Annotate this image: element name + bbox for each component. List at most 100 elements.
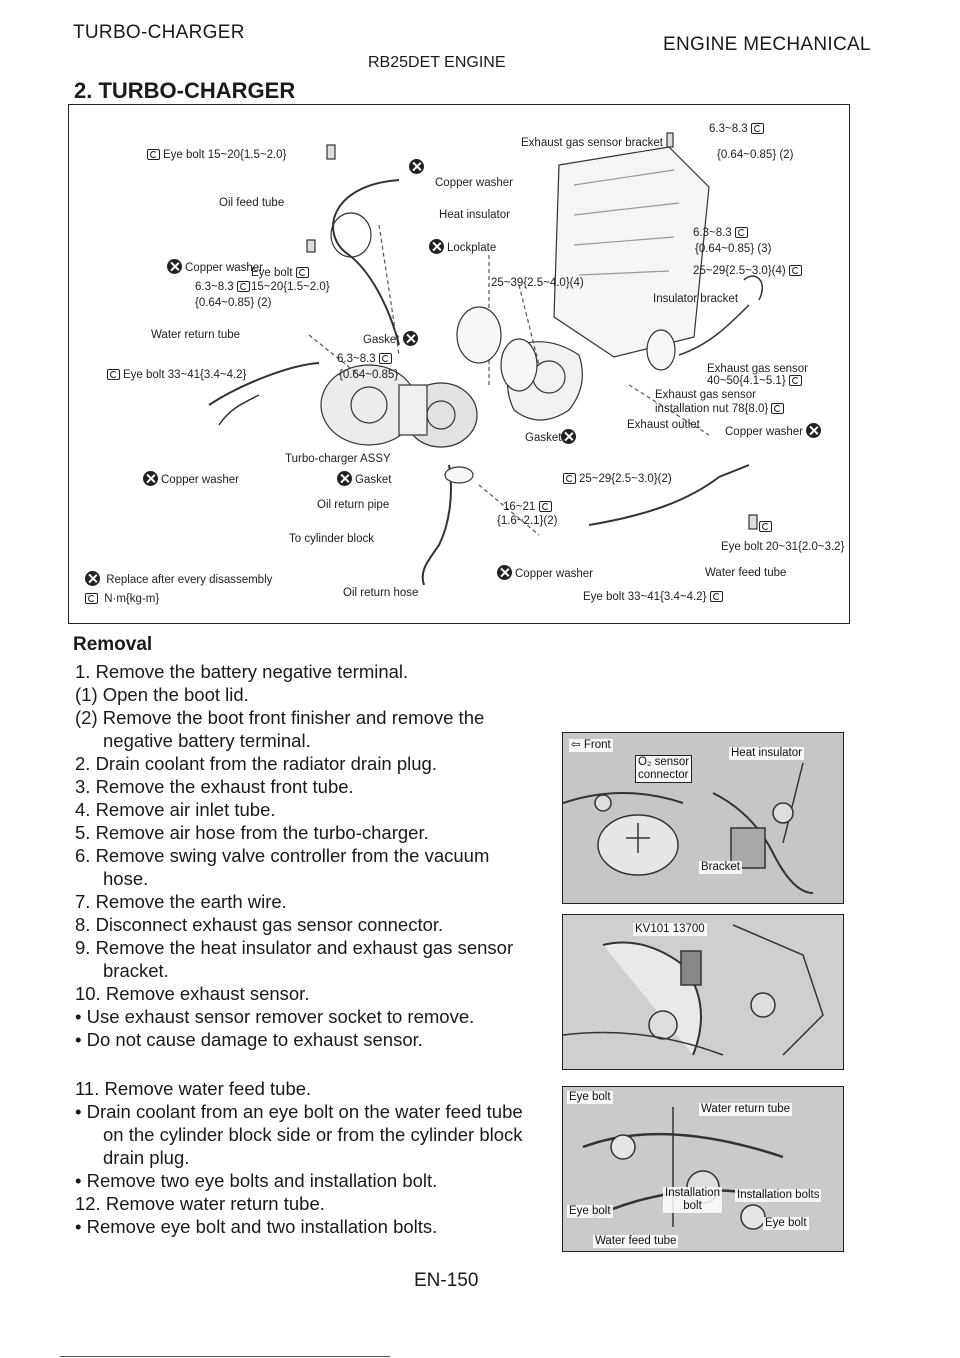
label-eye-bolt-left: Eye bolt 33~41{3.4~4.2} — [107, 369, 246, 382]
step-5: 5. Remove air hose from the turbo-charge… — [75, 822, 429, 843]
label-exhaust-sensor-nut-a: Exhaust gas sensor — [655, 389, 757, 401]
replace-icon — [337, 471, 352, 486]
page-number: EN-150 — [414, 1270, 479, 1291]
step-1: 1. Remove the battery negative terminal. — [75, 661, 409, 682]
removal-title: Removal — [73, 634, 153, 655]
torque-icon — [107, 369, 120, 380]
label-eye-bolt-mid: Eye bolt — [251, 267, 312, 280]
replace-icon — [806, 423, 822, 438]
step-9: 9. Remove the heat insulator and exhaust… — [75, 937, 514, 958]
label-exhaust-sensor-torque: 40~50{4.1~5.1} — [707, 375, 805, 388]
torque-icon — [236, 281, 250, 292]
torque-icon — [788, 375, 802, 386]
label-torque-3b: {0.64~0.85} (3) — [695, 243, 772, 255]
replace-icon — [561, 429, 577, 444]
photo-engine-bay-2 — [563, 915, 843, 1069]
step-11-bullet-1-cont-a: on the cylinder block side or from the c… — [103, 1124, 523, 1145]
label-insulator-bracket: Insulator bracket — [653, 293, 739, 305]
photo3-eye-bolt-l: Eye bolt — [567, 1205, 613, 1218]
torque-icon — [147, 149, 160, 160]
label-copper-washer-bottom: Copper washer — [497, 565, 593, 581]
legend-replace: Replace after every disassembly — [85, 571, 272, 587]
torque-icon — [563, 473, 576, 484]
label-oil-return-hose: Oil return hose — [343, 587, 419, 599]
photo3-eye-bolt-r: Eye bolt — [763, 1217, 809, 1230]
label-copper-washer-left: Copper washer — [167, 259, 263, 275]
step-11-bullet-1-cont-b: drain plug. — [103, 1147, 190, 1168]
torque-icon — [771, 403, 785, 414]
label-water-feed-tube: Water feed tube — [705, 567, 787, 579]
label-torque-16a: 16~21 — [503, 501, 555, 514]
step-11-bullet-2: • Remove two eye bolts and installation … — [75, 1170, 438, 1191]
label-turbo-assy: Turbo-charger ASSY — [285, 453, 391, 465]
label-eye-bolt-bottom: Eye bolt 33~41{3.4~4.2} — [583, 591, 726, 604]
water-return-tube-shape — [208, 362, 320, 406]
step-9-cont: bracket. — [103, 960, 169, 981]
label-copper-washer-top — [409, 159, 427, 175]
step-10-bullet-1: • Use exhaust sensor remover socket to r… — [75, 1006, 475, 1027]
step-11: 11. Remove water feed tube. — [75, 1078, 312, 1099]
step-10: 10. Remove exhaust sensor. — [75, 983, 310, 1004]
header-section-name: TURBO-CHARGER — [73, 22, 245, 43]
step-8: 8. Disconnect exhaust gas sensor connect… — [75, 914, 444, 935]
label-gasket-bottom: Gasket — [337, 471, 391, 487]
label-torque-bottom: 25~29{2.5~3.0}(2) — [563, 473, 672, 486]
label-eye-bolt-top: Eye bolt 15~20{1.5~2.0} — [147, 149, 286, 162]
label-oil-feed-tube: Oil feed tube — [219, 197, 285, 209]
step-12: 12. Remove water return tube. — [75, 1193, 325, 1214]
photo1-front-label: ⇦ Front — [569, 739, 613, 752]
torque-icon — [788, 265, 802, 276]
label-torque-4: 25~29{2.5~3.0}(4) — [693, 265, 805, 278]
photo-exhaust-sensor-tool: KV101 13700 — [562, 914, 844, 1070]
exhaust-sensor-shape — [678, 304, 750, 356]
replace-icon — [85, 571, 100, 586]
label-exhaust-sensor-nut-b: installation nut 78{8.0} — [655, 403, 787, 416]
header-chapter-name: ENGINE MECHANICAL — [663, 34, 871, 55]
label-torque-bracket-2: {0.64~0.85} (2) — [717, 149, 794, 161]
oil-feed-tube-shape — [332, 179, 400, 346]
label-torque-left-b: {0.64~0.85} (2) — [195, 297, 272, 309]
torque-icon — [538, 501, 552, 512]
photo3-eye-bolt-tl: Eye bolt — [567, 1091, 613, 1104]
label-torque-3a: 6.3~8.3 — [693, 227, 751, 240]
oil-return-pipe-shape — [421, 464, 452, 586]
torque-icon — [295, 267, 309, 278]
label-torque-gasket-a: 6.3~8.3 — [337, 353, 395, 366]
label-copper-washer-top-text: Copper washer — [435, 177, 513, 189]
label-torque-bracket: 6.3~8.3 — [709, 123, 767, 136]
step-4: 4. Remove air inlet tube. — [75, 799, 276, 820]
label-copper-washer-right: Copper washer — [725, 423, 824, 439]
header-engine-name: RB25DET ENGINE — [368, 54, 506, 71]
label-to-cylinder-block: To cylinder block — [289, 533, 375, 545]
step-11-bullet-1: • Drain coolant from an eye bolt on the … — [75, 1101, 523, 1122]
arrow-left-icon: ⇦ — [571, 739, 584, 751]
torque-icon — [759, 521, 772, 532]
replace-icon — [167, 259, 182, 274]
label-eye-bolt-right: Eye bolt 20~31{2.0~3.2} — [721, 541, 845, 553]
label-gasket-top: Gasket — [363, 331, 421, 347]
label-exhaust-outlet: Exhaust outlet — [627, 419, 700, 431]
photo2-tool-label: KV101 13700 — [633, 923, 707, 936]
step-6-cont: hose. — [103, 868, 149, 889]
label-torque-16b: {1.6~2.1}(2) — [497, 515, 558, 527]
heat-insulator-shape — [553, 146, 710, 358]
label-lockplate: Lockplate — [429, 239, 496, 255]
replace-icon — [143, 471, 158, 486]
section-heading: 2. TURBO-CHARGER — [74, 78, 296, 103]
water-feed-tube-shape — [588, 464, 750, 526]
replace-icon — [409, 159, 424, 174]
step-1-2-cont: negative battery terminal. — [103, 730, 311, 751]
step-3: 3. Remove the exhaust front tube. — [75, 776, 354, 797]
label-eye-bolt-mid-torque: 15~20{1.5~2.0} — [251, 281, 330, 293]
torque-icon — [378, 353, 392, 364]
torque-icon — [85, 593, 98, 604]
replace-icon — [429, 239, 444, 254]
photo3-install-bolts: Installation bolts — [735, 1189, 822, 1202]
step-6: 6. Remove swing valve controller from th… — [75, 845, 490, 866]
photo1-bracket-label: Bracket — [699, 861, 742, 874]
step-10-bullet-2: • Do not cause damage to exhaust sensor. — [75, 1029, 423, 1050]
